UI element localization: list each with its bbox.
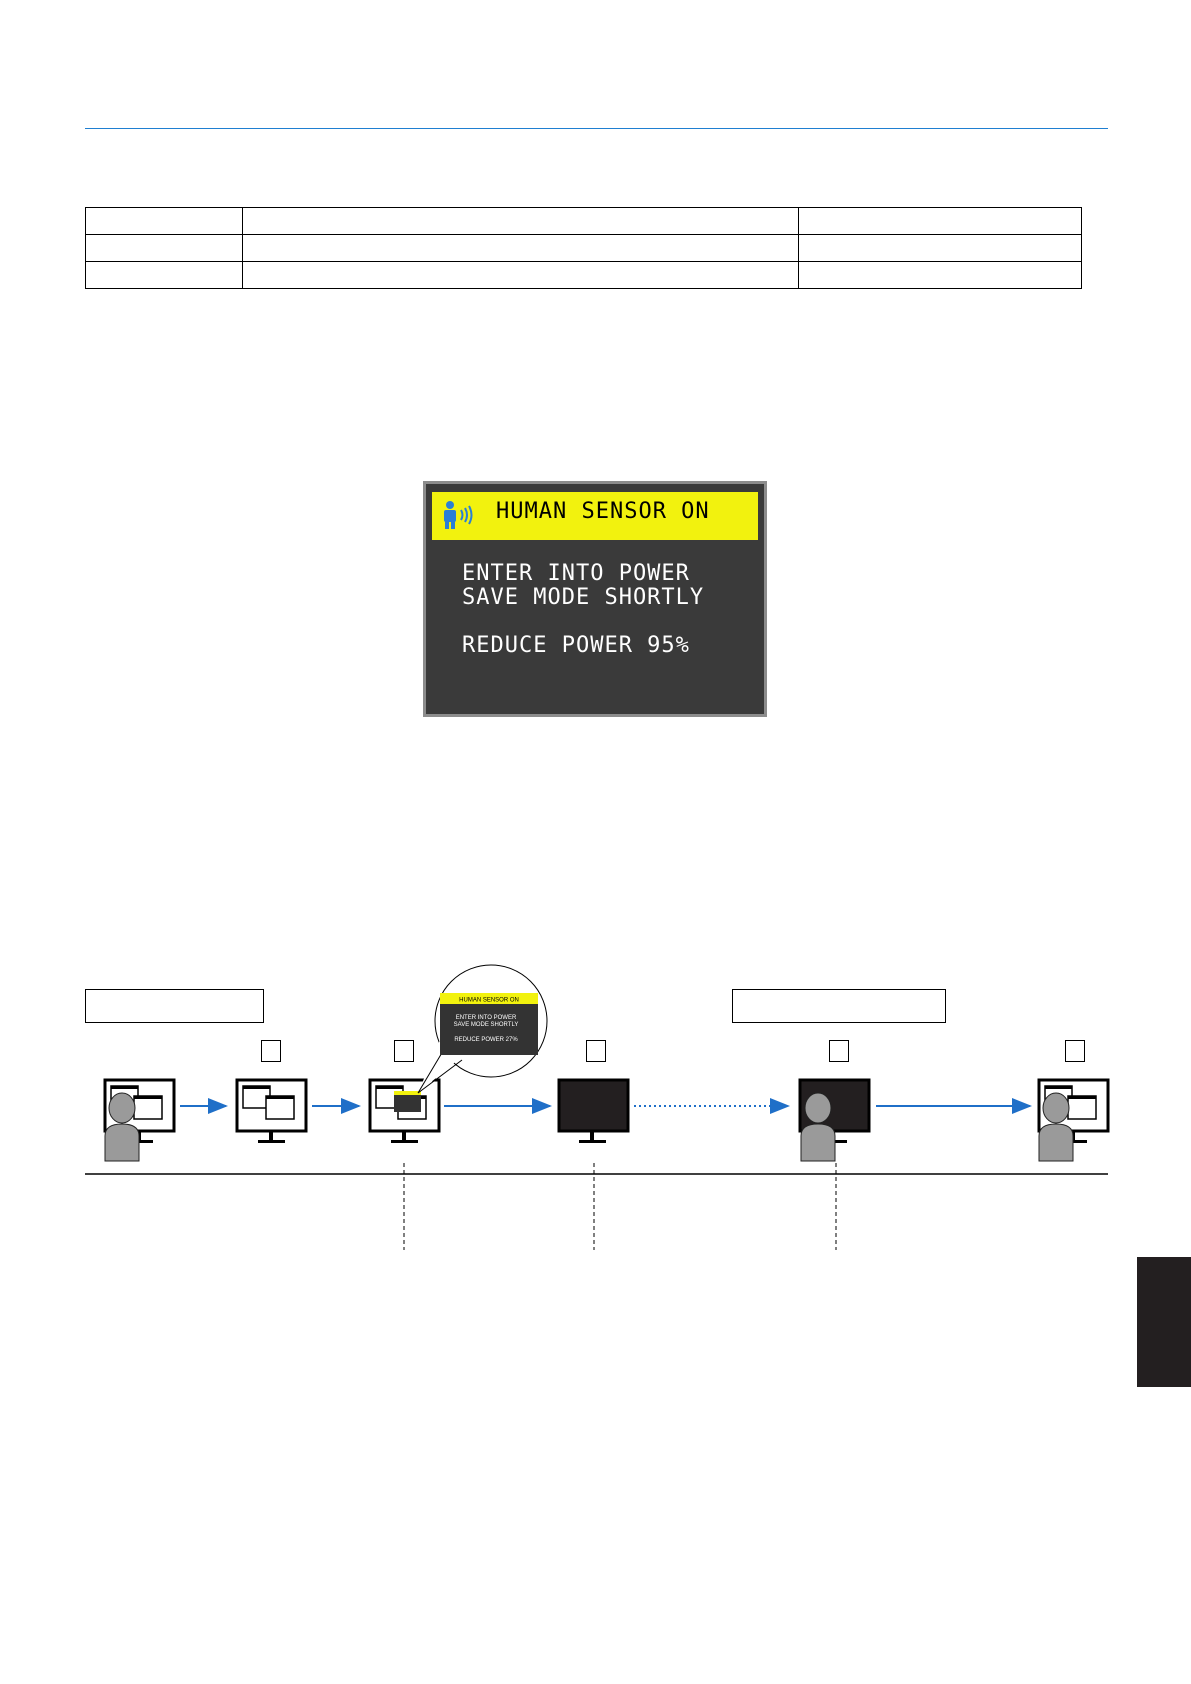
osd-title: HUMAN SENSOR ON <box>496 499 710 524</box>
osd-line: REDUCE POWER 95% <box>462 633 690 658</box>
settings-table <box>85 207 1082 289</box>
table-row <box>85 261 1082 289</box>
header-rule <box>85 128 1108 129</box>
monitor-with-osd <box>368 1078 441 1143</box>
chapter-tab <box>1137 1257 1191 1387</box>
step-marker <box>1065 1040 1085 1062</box>
callout-line: REDUCE POWER 27% <box>454 1037 518 1043</box>
monitor-power-save <box>557 1078 630 1143</box>
step-marker <box>394 1040 414 1062</box>
monitor-with-person <box>103 1078 176 1162</box>
human-sensor-icon <box>444 501 473 529</box>
table-cell <box>242 234 799 262</box>
osd-message: HUMAN SENSOR ON ENTER INTO POWER SAVE MO… <box>423 481 767 717</box>
callout-title: HUMAN SENSOR ON <box>459 998 519 1004</box>
table-cell <box>242 261 799 289</box>
callout-line: ENTER INTO POWER <box>456 1015 517 1021</box>
label-box-left <box>85 989 264 1023</box>
osd-line: SAVE MODE SHORTLY <box>462 585 705 610</box>
table-cell <box>85 261 243 289</box>
monitor-with-person <box>1037 1078 1110 1162</box>
osd-title-bar: HUMAN SENSOR ON <box>432 492 758 540</box>
step-marker <box>261 1040 281 1062</box>
monitor-person-returns <box>798 1078 871 1162</box>
monitor-icon <box>235 1078 308 1143</box>
osd-callout <box>417 964 548 1094</box>
table-cell <box>798 261 1082 289</box>
label-box-right <box>732 989 946 1023</box>
osd-line: ENTER INTO POWER <box>462 561 690 586</box>
callout-line: SAVE MODE SHORTLY <box>454 1022 519 1028</box>
step-marker <box>586 1040 606 1062</box>
step-marker <box>829 1040 849 1062</box>
